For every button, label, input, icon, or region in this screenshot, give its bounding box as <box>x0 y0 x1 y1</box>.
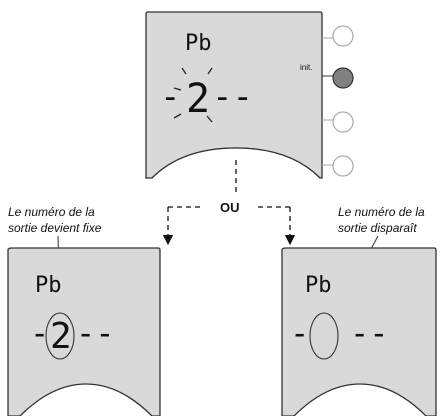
init-label: init. <box>300 63 312 72</box>
top-thermostat-display: Pb - 2 -- <box>145 11 323 179</box>
blink-rays <box>173 67 213 123</box>
top-mode-label: Pb <box>185 31 212 56</box>
left-digit-highlight-ellipse <box>45 312 75 360</box>
right-dial-arc <box>293 383 427 416</box>
right-thermostat-display: Pb - -- <box>281 247 437 416</box>
right-callout-line-1: Le numéro de la <box>338 205 425 219</box>
left-fixed-digit: 2 <box>50 316 72 357</box>
init-button[interactable] <box>332 67 354 89</box>
left-lcd-panel <box>7 247 161 416</box>
left-callout-line-1: Le numéro de la <box>8 205 95 219</box>
top-leading-dash: - <box>160 77 180 117</box>
right-mode-label: Pb <box>305 273 332 298</box>
left-thermostat-display: Pb - 2 -- <box>7 247 161 416</box>
button-3[interactable] <box>332 111 354 133</box>
left-dial-arc <box>19 383 153 416</box>
button-1[interactable] <box>332 25 354 47</box>
left-trailing-dashes: -- <box>76 314 115 352</box>
right-trailing-dashes: -- <box>350 314 389 352</box>
side-buttons: init. <box>300 25 354 177</box>
right-empty-digit-ellipse <box>309 312 339 360</box>
right-lcd-panel <box>281 247 437 416</box>
button-4[interactable] <box>332 155 354 177</box>
right-leading-dash: - <box>290 314 309 352</box>
left-callout-line-2: sortie devient fixe <box>8 221 102 235</box>
or-connector: OU <box>162 160 296 246</box>
left-leading-dash: - <box>30 314 49 352</box>
top-blinking-digit: 2 <box>186 76 210 122</box>
right-callout-line-2: sortie disparaît <box>338 221 417 235</box>
left-mode-label: Pb <box>35 273 62 298</box>
or-label: OU <box>220 200 240 215</box>
top-trailing-dashes: -- <box>212 77 253 117</box>
